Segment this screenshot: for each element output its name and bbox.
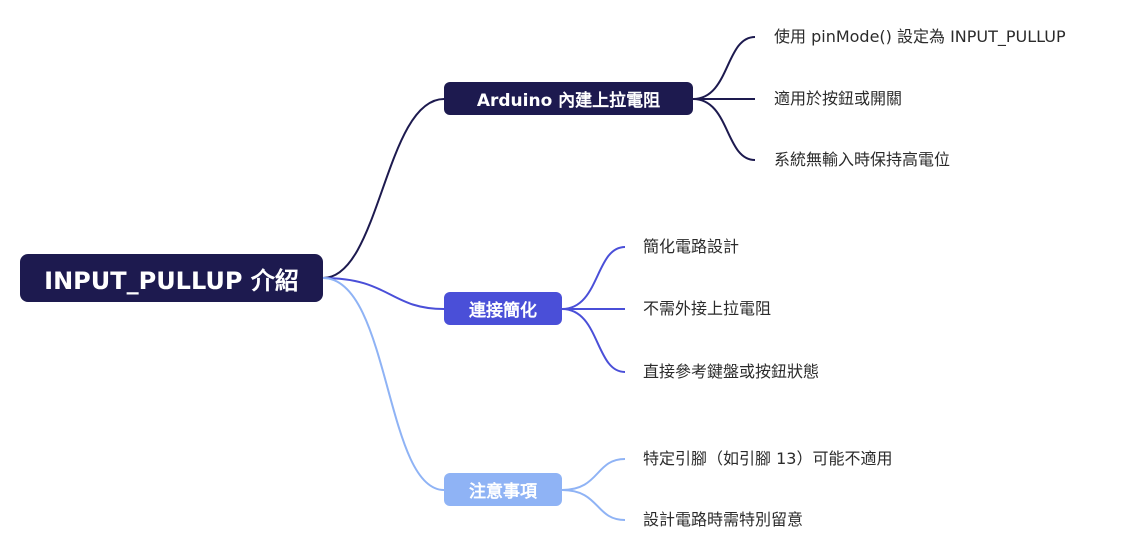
branch-node-notes[interactable]: 注意事項 (444, 473, 562, 506)
leaf-node[interactable]: 系統無輸入時保持高電位 (774, 150, 951, 169)
root-node[interactable]: INPUT_PULLUP 介紹 (20, 254, 323, 302)
branch-node-simplified-wiring[interactable]: 連接簡化 (444, 292, 562, 325)
link-b2-leaf-1 (561, 489, 626, 521)
leaf-node[interactable]: 使用 pinMode() 設定為 INPUT_PULLUP (774, 27, 1066, 46)
leaf-node[interactable]: 簡化電路設計 (643, 237, 740, 256)
leaf-node[interactable]: 直接參考鍵盤或按鈕狀態 (643, 362, 820, 381)
leaf-node[interactable]: 設計電路時需特別留意 (643, 510, 804, 529)
link-b0-leaf-2 (692, 98, 756, 161)
leaf-node[interactable]: 不需外接上拉電阻 (643, 299, 772, 318)
link-root-branch-0 (322, 98, 445, 279)
link-b1-leaf-0 (561, 246, 626, 310)
link-b0-leaf-0 (692, 36, 756, 100)
link-root-branch-1 (322, 277, 445, 310)
link-b1-leaf-2 (561, 308, 626, 373)
branch-node-arduino-pullup[interactable]: Arduino 內建上拉電阻 (444, 82, 693, 115)
leaf-node[interactable]: 特定引腳（如引腳 13）可能不適用 (643, 449, 893, 468)
link-b2-leaf-0 (561, 458, 626, 491)
link-root-branch-2 (322, 277, 445, 491)
leaf-node[interactable]: 適用於按鈕或開關 (774, 89, 903, 108)
